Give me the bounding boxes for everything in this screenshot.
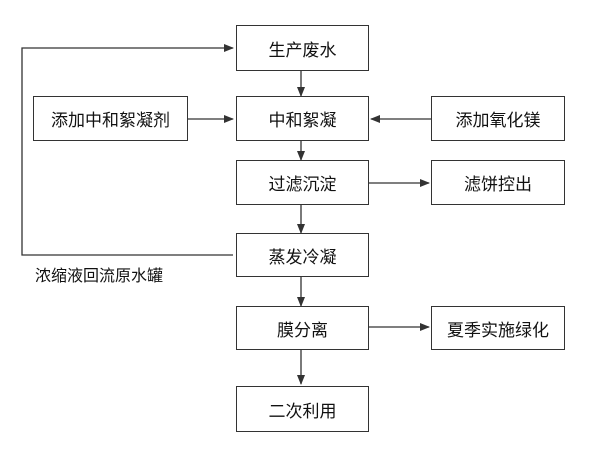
node-membrane-separation: 膜分离 — [236, 306, 369, 350]
edge-recycle-loop — [21, 44, 234, 256]
node-add-magnesia: 添加氧化镁 — [431, 96, 565, 141]
recycle-label: 浓缩液回流原水罐 — [35, 266, 164, 285]
node-evaporate-condense: 蒸发冷凝 — [236, 233, 369, 277]
node-secondary-reuse: 二次利用 — [236, 386, 369, 432]
node-filter-cake: 滤饼控出 — [431, 160, 565, 205]
node-filter-settle: 过滤沉淀 — [236, 160, 369, 205]
node-summer-greening: 夏季实施绿化 — [431, 306, 565, 350]
node-add-flocculant: 添加中和絮凝剂 — [33, 96, 188, 141]
node-wastewater: 生产废水 — [236, 25, 369, 71]
node-neutralize-flocculate: 中和絮凝 — [236, 96, 369, 141]
